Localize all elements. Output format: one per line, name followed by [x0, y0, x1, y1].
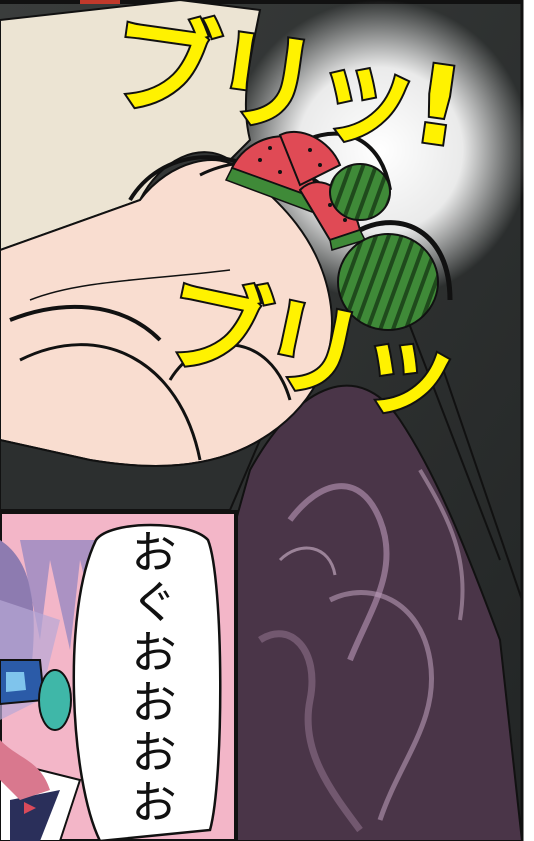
dark-clothing: [0, 437, 263, 511]
seat-line-1: [399, 299, 501, 561]
motion-line-2: [9, 304, 162, 342]
top-red-mark: [80, 0, 120, 6]
impact-glow: [230, 0, 530, 300]
shirt: [0, 0, 262, 252]
watermelon-slice-icon: [278, 130, 342, 187]
right-gutter: [522, 0, 534, 841]
speech-text: おぐおおおお: [124, 528, 178, 828]
watermelon-icon: [337, 233, 439, 331]
speech-bubble: [72, 523, 222, 841]
seat-line-2: [439, 359, 523, 601]
watermelon-icon: [329, 163, 391, 221]
top-border: [0, 0, 534, 6]
